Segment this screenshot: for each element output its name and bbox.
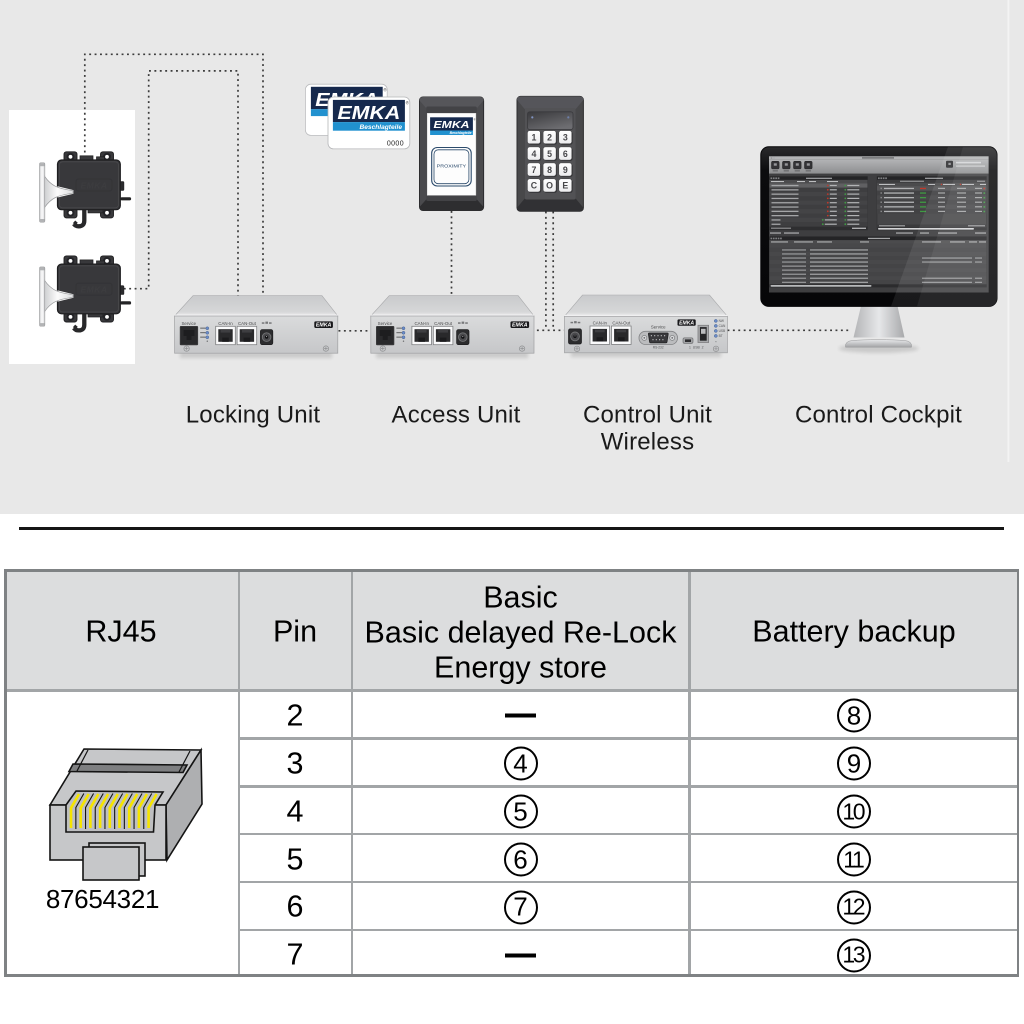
svg-text:9: 9 <box>563 165 568 175</box>
svg-text:Service: Service <box>651 325 666 330</box>
svg-text:8: 8 <box>547 165 552 175</box>
svg-text:4: 4 <box>531 149 536 159</box>
svg-text:Access Unit: Access Unit <box>392 401 521 428</box>
svg-text:2: 2 <box>547 133 552 143</box>
svg-text:Control Cockpit: Control Cockpit <box>795 401 962 428</box>
svg-text:CAN: CAN <box>719 324 726 328</box>
svg-text:7: 7 <box>531 165 536 175</box>
svg-text:CAN-Out: CAN-Out <box>612 321 631 326</box>
svg-text:Beschlagteile: Beschlagteile <box>359 124 402 131</box>
svg-text:0000: 0000 <box>387 140 404 147</box>
svg-text:®: ® <box>406 101 410 106</box>
svg-text:*: * <box>715 340 717 344</box>
svg-text:NW: NW <box>719 319 724 323</box>
svg-text:®: ® <box>384 88 388 93</box>
svg-text:EMKA: EMKA <box>679 320 694 326</box>
svg-text:EMKA: EMKA <box>337 102 400 123</box>
svg-text:1: 1 <box>531 133 536 143</box>
svg-text:1 USB 2: 1 USB 2 <box>689 345 704 349</box>
svg-text:5: 5 <box>547 149 552 159</box>
svg-text:Wireless: Wireless <box>601 428 695 455</box>
svg-text:RS-232: RS-232 <box>653 345 664 349</box>
svg-text:O: O <box>546 181 553 191</box>
svg-text:87654321: 87654321 <box>46 884 159 914</box>
svg-text:6: 6 <box>563 149 568 159</box>
svg-text:BT: BT <box>719 334 723 338</box>
svg-text:Locking Unit: Locking Unit <box>186 401 321 428</box>
svg-text:C: C <box>531 181 538 191</box>
svg-text:Beschlagteile: Beschlagteile <box>450 131 472 135</box>
svg-text:CAN-In: CAN-In <box>593 321 608 326</box>
svg-text:®: ® <box>474 117 477 121</box>
svg-text:E: E <box>562 181 568 191</box>
svg-text:PROXIMITY: PROXIMITY <box>437 164 467 170</box>
svg-text:3: 3 <box>563 133 568 143</box>
svg-text:EMKA: EMKA <box>434 119 470 131</box>
svg-text:Control Unit: Control Unit <box>583 401 712 428</box>
svg-text:USB: USB <box>719 329 726 333</box>
